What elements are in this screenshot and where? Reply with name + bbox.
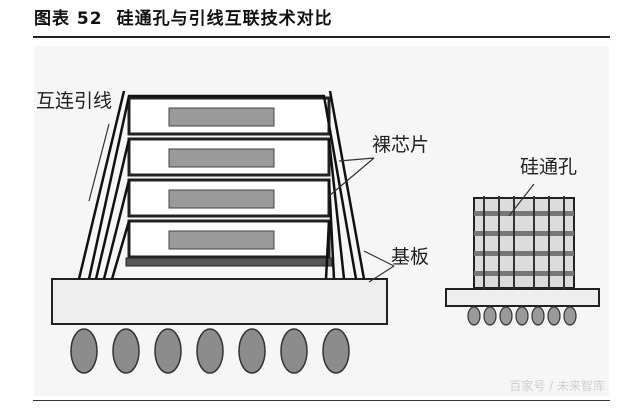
figure-title: 硅通孔与引线互联技术对比 [116,9,333,29]
figure-drawing [51,90,600,374]
label-tsv: 硅通孔 [520,156,578,178]
bottom-rule [33,400,610,401]
leader-lines [88,123,535,283]
figure-caption: 图表 52 硅通孔与引线互联技术对比 [34,4,333,29]
label-wire-bond: 互连引线 [36,90,113,112]
tsv-substrate [445,288,600,307]
comparison-figure: 互连引线 裸芯片 硅通孔 基板 百家号 / 未来智库 [34,46,609,396]
wire-bonds [77,90,366,280]
tsv-stack [473,196,575,289]
solder-balls-right [467,306,577,326]
watermark: 百家号 / 未来智库 [509,379,605,393]
die-stack-left [125,96,333,267]
solder-balls-left [70,328,350,374]
figure-number: 图表 52 [34,9,103,29]
caption-rule [33,36,610,38]
label-substrate: 基板 [391,246,430,268]
label-die: 裸芯片 [372,134,430,156]
substrate-left [51,278,388,325]
